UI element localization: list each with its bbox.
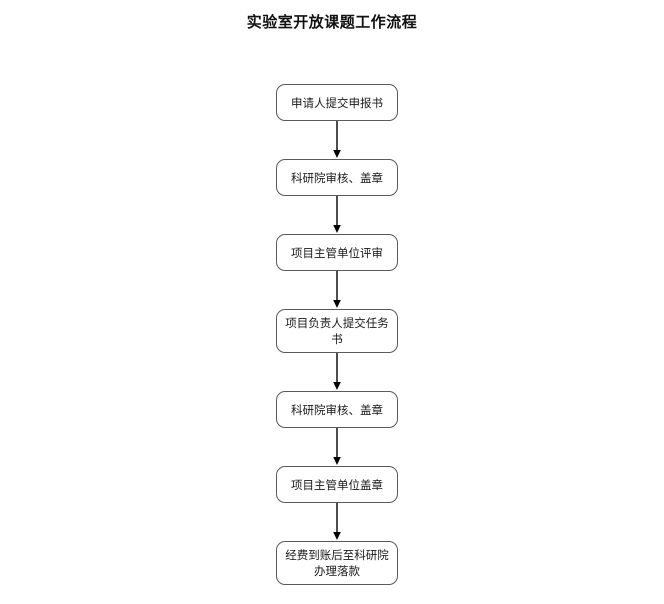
flow-node-label: 项目主管单位盖章	[291, 477, 383, 492]
connector-step-5-to-step-6	[276, 428, 398, 466]
arrow-down-icon	[333, 196, 341, 233]
arrow-down-icon	[333, 503, 341, 540]
flow-node-label: 经费到账后至科研院 办理落款	[285, 548, 389, 578]
flow-node-step-7[interactable]: 经费到账后至科研院 办理落款	[276, 541, 398, 585]
connector-step-6-to-step-7	[276, 503, 398, 541]
flow-node-label: 科研院审核、盖章	[291, 402, 383, 417]
connector-step-4-to-step-5	[276, 353, 398, 391]
flow-node-step-5[interactable]: 科研院审核、盖章	[276, 391, 398, 428]
flow-node-step-2[interactable]: 科研院审核、盖章	[276, 159, 398, 196]
connector-step-1-to-step-2	[276, 121, 398, 159]
arrow-down-icon	[333, 271, 341, 308]
flow-node-step-1[interactable]: 申请人提交申报书	[276, 84, 398, 121]
arrow-down-icon	[333, 121, 341, 158]
page-title: 实验室开放课题工作流程	[246, 13, 418, 31]
flow-node-step-6[interactable]: 项目主管单位盖章	[276, 466, 398, 503]
flow-node-column: 申请人提交申报书 科研院审核、盖章 项目主管单位评审	[276, 84, 398, 585]
arrow-down-icon	[333, 353, 341, 390]
connector-step-3-to-step-4	[276, 271, 398, 309]
connector-step-2-to-step-3	[276, 196, 398, 234]
flow-node-label: 申请人提交申报书	[291, 95, 383, 110]
flow-node-label: 项目负责人提交任务 书	[285, 316, 389, 346]
arrow-down-icon	[333, 428, 341, 465]
flow-node-label: 项目主管单位评审	[291, 245, 383, 260]
flow-node-label: 科研院审核、盖章	[291, 170, 383, 185]
flow-node-step-3[interactable]: 项目主管单位评审	[276, 234, 398, 271]
flow-node-step-4[interactable]: 项目负责人提交任务 书	[276, 309, 398, 353]
